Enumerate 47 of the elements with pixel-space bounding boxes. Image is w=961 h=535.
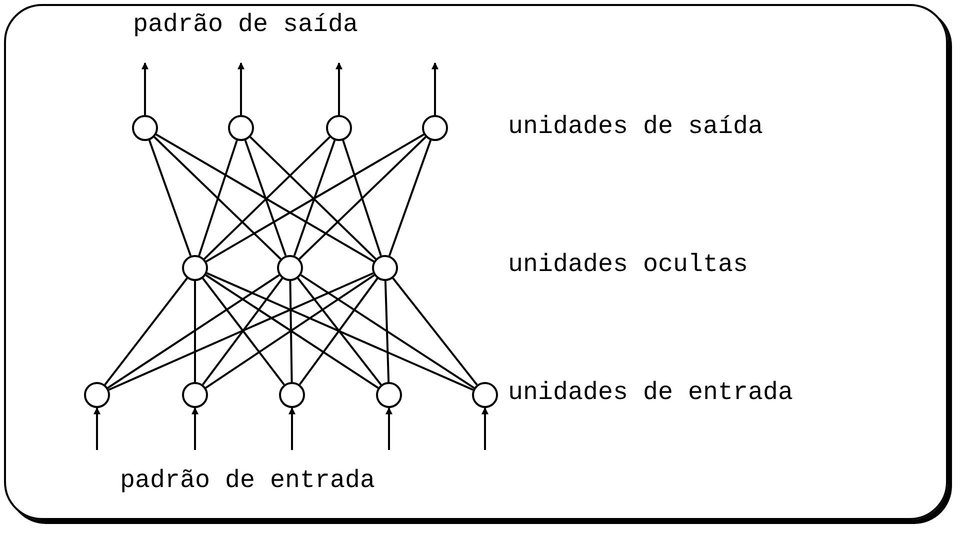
connection-line (293, 140, 336, 256)
connection-line (244, 140, 287, 256)
neuron-circle (326, 115, 352, 141)
connection-line (204, 136, 330, 260)
layer-label: padrão de saída (133, 10, 358, 39)
arrow (94, 407, 100, 450)
connection-line (384, 280, 390, 382)
connection-line (206, 272, 474, 391)
neuron-circle (372, 255, 398, 281)
connection-line (300, 274, 475, 389)
arrow (192, 407, 198, 450)
connection-line (206, 134, 424, 262)
connection-line (289, 280, 293, 382)
arrow (482, 407, 488, 450)
neuron-circle (472, 382, 498, 408)
arrow (238, 62, 244, 115)
neuron-circle (182, 382, 208, 408)
neuron-circle (228, 115, 254, 141)
connection-line (148, 140, 192, 256)
neuron-circle (182, 255, 208, 281)
neuron-circle (422, 115, 448, 141)
connection-line (108, 272, 374, 391)
connection-line (250, 136, 376, 260)
arrow (386, 407, 392, 450)
arrow (288, 407, 296, 450)
layer-label: unidades de entrada (508, 378, 794, 407)
connection-line (392, 278, 478, 386)
connection-line (194, 281, 196, 382)
connection-line (342, 140, 382, 256)
layer-label: unidades ocultas (508, 250, 748, 279)
neuron-circle (84, 382, 110, 408)
connection-line (298, 136, 426, 260)
neuron-circle (277, 255, 303, 281)
connection-line (156, 134, 374, 262)
arrow (432, 62, 438, 115)
connection-line (388, 140, 432, 256)
connection-line (154, 136, 282, 260)
neuron-circle (376, 382, 402, 408)
connection-line (107, 274, 280, 389)
connection-line (198, 140, 238, 256)
layer-label: padrão de entrada (120, 466, 376, 495)
neuron-circle (279, 382, 305, 408)
neuron-circle (132, 115, 158, 141)
arrow (142, 62, 148, 115)
connection-line (104, 278, 188, 386)
layer-label: unidades de saída (508, 112, 764, 141)
arrow (336, 62, 342, 115)
